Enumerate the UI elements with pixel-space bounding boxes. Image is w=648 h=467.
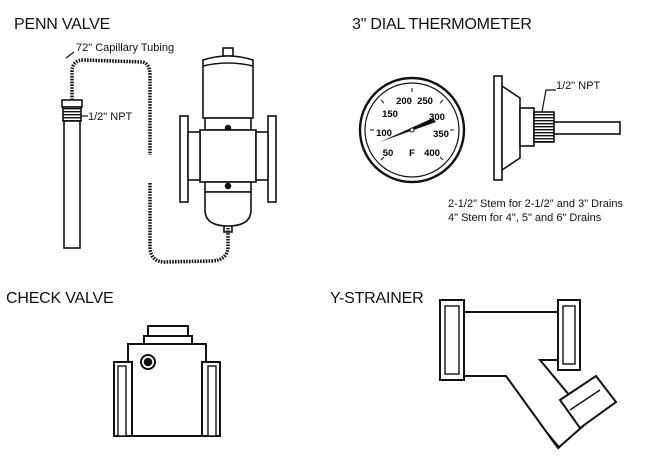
capillary-tubing-lower xyxy=(148,183,230,264)
left-flange xyxy=(179,115,189,203)
thermometer-side-view xyxy=(493,75,621,181)
capillary-tubing-label: 72" Capillary Tubing xyxy=(76,42,175,54)
dial-number-100: 100 xyxy=(376,128,392,139)
bulb-fitting-thread xyxy=(62,106,82,122)
check-valve-title: CHECK VALVE xyxy=(6,290,114,307)
thermometer-npt-label: 1/2" NPT xyxy=(556,80,601,92)
y-strainer-title: Y-STRAINER xyxy=(330,290,424,307)
dial-number-250: 250 xyxy=(417,96,433,107)
valve-body xyxy=(199,129,257,183)
dial-number-200: 200 xyxy=(396,96,412,107)
bulb-fitting-hex xyxy=(61,99,83,108)
penn-npt-label: 1/2" NPT xyxy=(88,111,133,123)
y-strainer-drawing xyxy=(439,299,618,450)
stem-note-line1: 2-1/2" Stem for 2-1/2" and 3" Drains xyxy=(448,198,623,210)
dial-number-50: 50 xyxy=(383,148,394,159)
check-valve-drawing xyxy=(113,325,221,437)
thermometer-dial: 50 100 150 200 250 300 350 400 F xyxy=(358,76,466,184)
valve-actuator xyxy=(202,55,254,119)
thermometer-stem xyxy=(553,121,621,135)
stem-note-line2: 4" Stem for 4", 5" and 6" Drains xyxy=(448,212,602,224)
right-flange xyxy=(267,115,277,203)
thermometer-title: 3" DIAL THERMOMETER xyxy=(352,16,532,33)
dial-number-350: 350 xyxy=(433,129,449,140)
dial-unit: F xyxy=(409,148,415,159)
penn-valve-drawing xyxy=(61,47,277,264)
dial-number-300: 300 xyxy=(429,112,445,123)
penn-valve-title: PENN VALVE xyxy=(14,16,111,33)
dial-needle xyxy=(380,118,436,142)
dial-number-150: 150 xyxy=(382,109,398,120)
sensing-bulb xyxy=(63,119,81,249)
dial-number-400: 400 xyxy=(424,148,440,159)
capillary-tubing xyxy=(70,58,152,155)
